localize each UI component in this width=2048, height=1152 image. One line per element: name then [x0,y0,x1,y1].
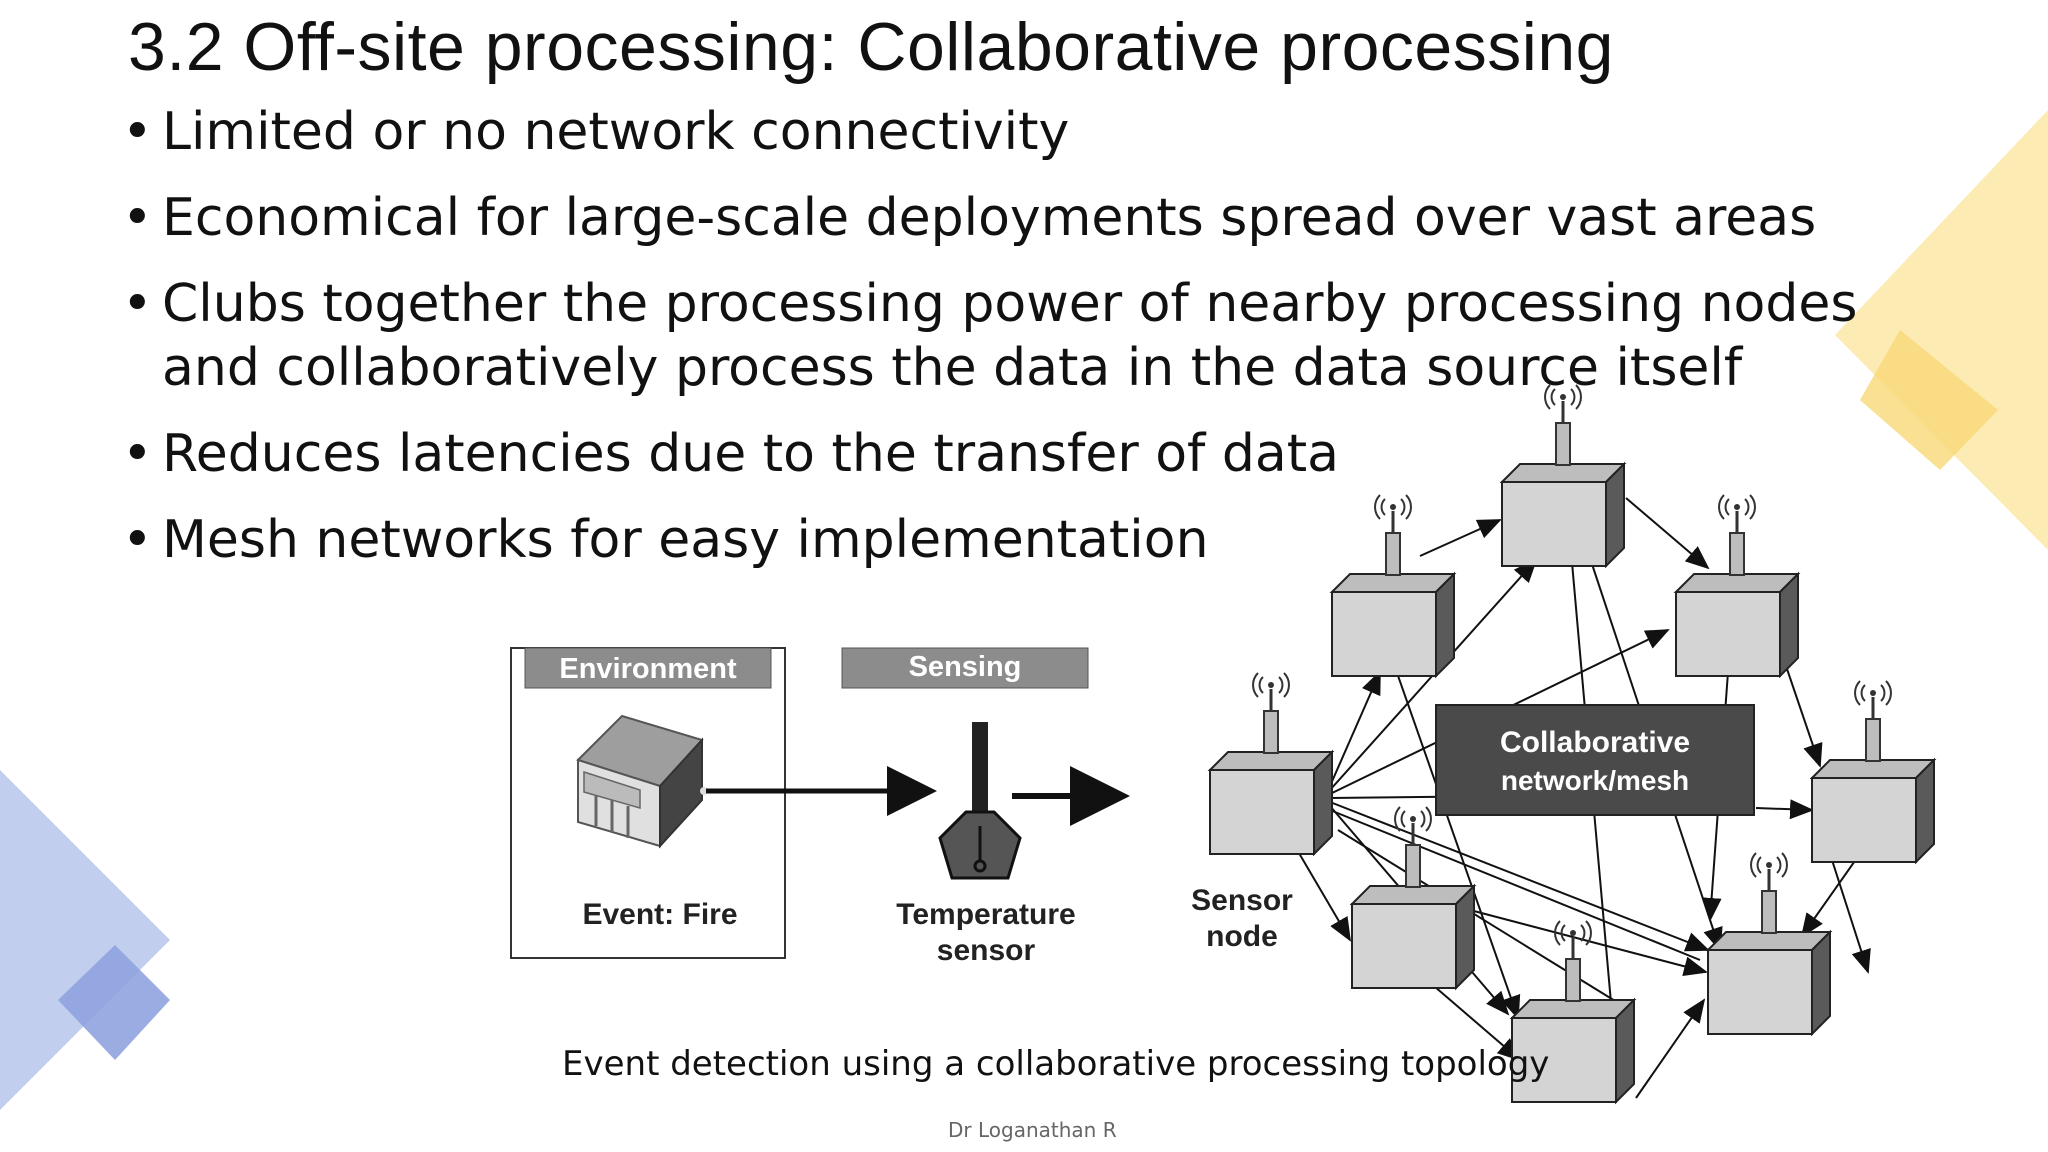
deco-right-shapes [1835,110,2048,550]
deco-left-shapes [0,770,170,1110]
sensor-label: Temperature [896,898,1076,931]
building-icon [576,714,708,849]
antenna-icon [1749,851,1789,935]
antenna-icon [1853,679,1893,763]
sensor-node-label-sub: node [1206,920,1278,953]
figure-caption: Event detection using a collaborative pr… [562,1044,1550,1084]
event-label: Event: Fire [582,898,737,931]
environment-label-bar [524,647,772,689]
bullet-item: Clubs together the processing power of n… [122,272,1862,400]
sensor-node [1705,851,1833,1037]
sensor-label-sub: sensor [937,934,1036,967]
bullet-item: Reduces latencies due to the transfer of… [122,422,1862,486]
sensor-node [1207,671,1335,857]
mesh-links [1295,497,1871,1099]
sensing-label: Sensing [909,651,1022,683]
thermometer-icon [938,722,1022,880]
antenna-icon [1251,671,1291,755]
mesh-label-sub: network/mesh [1501,765,1689,796]
antenna-icon [1393,805,1433,889]
sensor-node [1809,679,1937,865]
mesh-label: Collaborative [1500,726,1690,759]
bullet-item: Economical for large-scale deployments s… [122,186,1862,250]
sensor-node [1349,805,1477,991]
mesh-box [1435,704,1755,816]
antenna-icon [1553,919,1593,1003]
environment-label: Environment [559,653,737,685]
slide-footer: Dr Loganathan R [948,1118,1117,1142]
slide-title: 3.2 Off-site processing: Collaborative p… [128,9,1614,85]
environment-frame [510,647,786,959]
bullet-list: Limited or no network connectivity Econo… [122,100,1862,572]
bullet-item: Mesh networks for easy implementation [122,508,1862,572]
bullet-item: Limited or no network connectivity [122,100,1862,164]
sensor-node-label: Sensor [1191,884,1293,917]
sensing-label-bar [841,647,1089,689]
